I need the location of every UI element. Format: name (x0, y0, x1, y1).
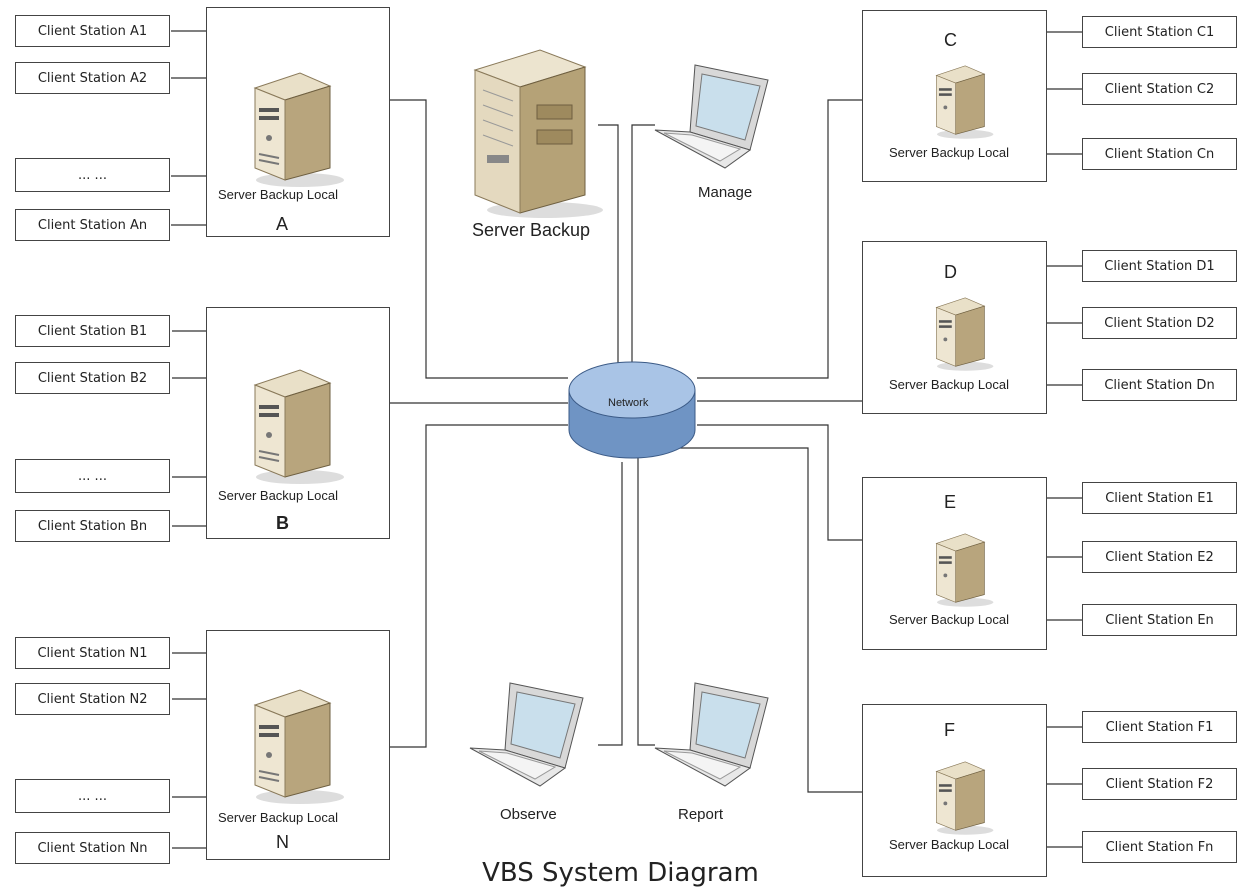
server-icon (253, 689, 344, 804)
client-station: Client Station D1 (1082, 250, 1237, 282)
client-station: Client Station En (1082, 604, 1237, 636)
group-letter: D (944, 262, 957, 282)
client-station: Client Station F1 (1082, 711, 1237, 743)
report-label: Report (678, 806, 724, 823)
client-station: Client Station N1 (15, 637, 170, 669)
laptop-icon (654, 64, 769, 169)
group-letter: B (276, 513, 289, 533)
local-server-label: Server Backup Local (218, 187, 338, 202)
client-station: Client Station Bn (15, 510, 170, 542)
client-station: Client Station D2 (1082, 307, 1237, 339)
client-station: Client Station A1 (15, 15, 170, 47)
server-icon (935, 65, 994, 139)
group-letter: E (944, 492, 957, 512)
client-station: Client Station C1 (1082, 16, 1237, 48)
server-icon (253, 72, 344, 187)
client-station: ... ... (15, 459, 170, 493)
server-icon (935, 533, 994, 607)
manage-label: Manage (698, 184, 753, 201)
client-station: ... ... (15, 158, 170, 192)
client-station: Client Station E1 (1082, 482, 1237, 514)
backup-server-icon (473, 49, 603, 218)
client-station: Client Station Cn (1082, 138, 1237, 170)
server-icon (935, 761, 994, 835)
client-station: Client Station B2 (15, 362, 170, 394)
local-server-label: Server Backup Local (889, 377, 1009, 392)
client-station: Client Station Nn (15, 832, 170, 864)
network-label: Network (608, 397, 649, 409)
client-station: Client Station Dn (1082, 369, 1237, 401)
local-server-label: Server Backup Local (218, 488, 338, 503)
client-station: Client Station E2 (1082, 541, 1237, 573)
client-station: Client Station Fn (1082, 831, 1237, 863)
local-server-label: Server Backup Local (889, 837, 1009, 852)
diagram-title: VBS System Diagram (482, 858, 759, 888)
laptop-icon (469, 682, 584, 787)
group-letter: N (276, 832, 289, 852)
local-server-label: Server Backup Local (889, 145, 1009, 160)
server-icon (253, 369, 344, 484)
local-server-label: Server Backup Local (218, 810, 338, 825)
client-station: Client Station F2 (1082, 768, 1237, 800)
client-station: Client Station An (15, 209, 170, 241)
client-station: ... ... (15, 779, 170, 813)
group-letter: A (276, 214, 289, 234)
laptop-icon (654, 682, 769, 787)
observe-label: Observe (500, 806, 557, 823)
network-hub-icon (568, 361, 696, 459)
local-server-label: Server Backup Local (889, 612, 1009, 627)
client-station: Client Station B1 (15, 315, 170, 347)
client-station: Client Station A2 (15, 62, 170, 94)
client-station: Client Station C2 (1082, 73, 1237, 105)
server-backup-label: Server Backup (472, 220, 591, 240)
server-icon (935, 297, 994, 371)
group-letter: C (944, 30, 957, 50)
group-letter: F (944, 720, 955, 740)
client-station: Client Station N2 (15, 683, 170, 715)
